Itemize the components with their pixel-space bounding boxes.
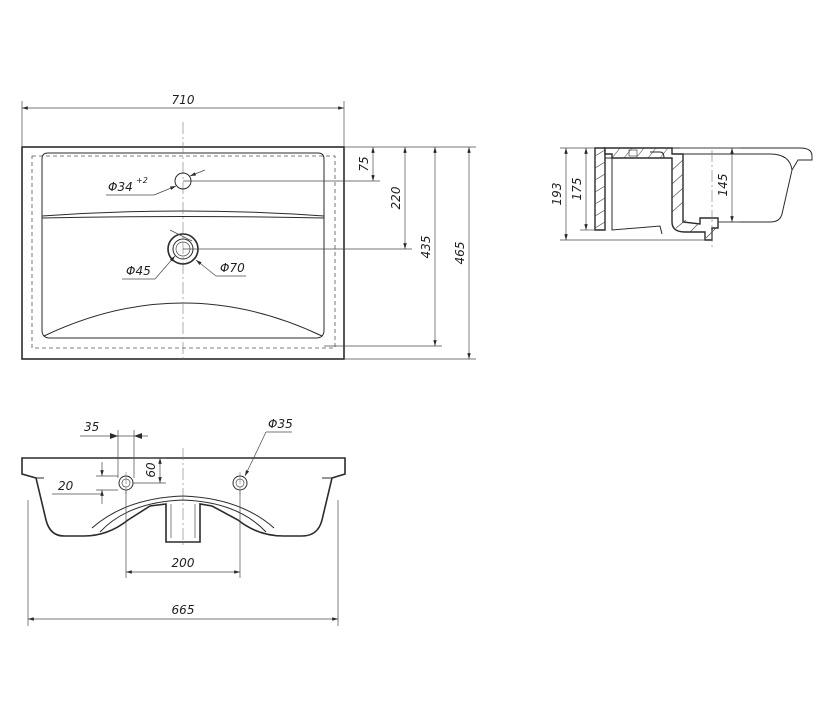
front-outline — [21, 457, 346, 543]
dim-total-height-text: 193 — [550, 183, 564, 206]
side-skirt — [605, 157, 663, 235]
dim-overflow-height-text: 60 — [144, 462, 158, 478]
side-section-hatch — [611, 147, 717, 239]
side-top-rim — [595, 147, 813, 171]
dim-drain-outer-text: Φ70 — [220, 261, 245, 275]
dim-bowl-depth-text: 145 — [716, 174, 730, 197]
dim-drain-offset-text: 220 — [389, 186, 403, 209]
dim-depth-text: 465 — [453, 242, 467, 265]
side-view: 193 175 145 — [550, 147, 813, 248]
dim-width-text: 710 — [172, 93, 195, 107]
top-view-hidden-edge — [31, 155, 336, 349]
shelf-edge — [41, 210, 325, 219]
dim-drain-inner-text: Φ45 — [126, 264, 151, 278]
dim-overflow-spacing-text: 35 — [84, 420, 99, 434]
top-view: 710 75 220 435 465 Φ34 +2 Φ45 Φ70 — [21, 93, 476, 362]
dim-overflow-distance-text: 200 — [172, 556, 195, 570]
dim-inner-depth-text: 435 — [419, 236, 433, 259]
side-overflow-slot — [628, 149, 638, 157]
side-back-hatch — [594, 149, 606, 229]
bowl-outline — [41, 152, 325, 339]
dim-overflow-hole-text: Φ35 — [268, 417, 293, 431]
dim-body-height-text: 175 — [570, 178, 584, 201]
dim-tap-hole-tolerance: +2 — [136, 176, 148, 185]
dim-tap-offset-text: 75 — [357, 156, 371, 171]
front-view: 35 60 20 Φ35 200 665 — [21, 417, 346, 626]
dim-tap-hole-text: Φ34 — [108, 180, 133, 194]
dim-bottom-width-text: 665 — [172, 603, 195, 617]
side-section — [604, 147, 719, 241]
dim-overflow-offset-text: 20 — [58, 479, 74, 493]
side-bowl-curve — [683, 153, 793, 223]
side-shelf-ridge — [650, 151, 665, 159]
